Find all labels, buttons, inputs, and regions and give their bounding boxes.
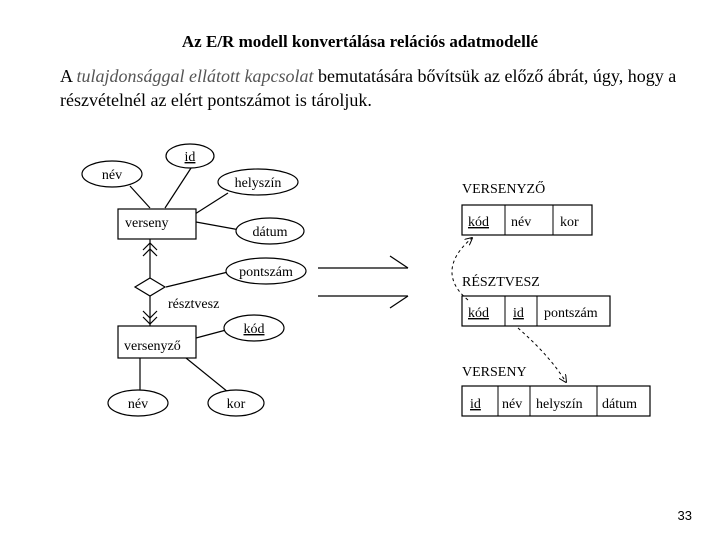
conversion-arrow [318, 255, 409, 309]
intro-paragraph: A tulajdonsággal ellátott kapcsolat bemu… [60, 64, 680, 112]
attr-id: id [165, 143, 215, 169]
svg-text:kód: kód [468, 306, 489, 321]
svg-text:dátum: dátum [253, 225, 288, 240]
svg-text:helyszín: helyszín [235, 176, 282, 191]
svg-text:id: id [470, 397, 481, 412]
svg-text:név: név [511, 215, 531, 230]
slide-title: Az E/R modell konvertálása relációs adat… [181, 32, 539, 51]
svg-text:verseny: verseny [125, 216, 169, 231]
attr-kod: kód [223, 314, 285, 342]
svg-text:VERSENYZŐ: VERSENYZŐ [462, 180, 545, 197]
relationship-resztvesz: résztvesz [133, 277, 219, 312]
participation-arrows [142, 242, 158, 325]
table-resztvesz: RÉSZTVESZ kód id pontszám [461, 273, 611, 327]
intro-italic: tulajdonsággal ellátott kapcsolat [76, 66, 314, 86]
svg-text:résztvesz: résztvesz [168, 297, 219, 312]
svg-text:RÉSZTVESZ: RÉSZTVESZ [462, 273, 540, 290]
svg-text:név: név [128, 397, 148, 412]
intro-rest: bemutatására bővítsük az előző ábrát, úg… [60, 66, 677, 110]
svg-text:kód: kód [244, 322, 265, 337]
svg-text:név: név [502, 397, 522, 412]
svg-text:pontszám: pontszám [544, 306, 598, 321]
svg-text:VERSENY: VERSENY [462, 365, 527, 380]
svg-text:helyszín: helyszín [536, 397, 583, 412]
svg-text:kód: kód [468, 215, 489, 230]
attr-kor: kor [207, 389, 265, 417]
entity-versenyzo: versenyző [117, 325, 197, 359]
entity-verseny: verseny [117, 208, 197, 240]
er-connector-lines [129, 164, 241, 393]
svg-text:id: id [185, 150, 196, 165]
svg-text:versenyző: versenyző [124, 339, 181, 354]
attr-helyszin: helyszín [217, 168, 299, 196]
intro-prefix: A [60, 66, 77, 86]
attr-pontszam: pontszám [225, 257, 307, 285]
attr-nev-versenyzo: név [107, 389, 169, 417]
svg-text:név: név [102, 168, 122, 183]
attr-nev-verseny: név [81, 160, 143, 188]
svg-text:dátum: dátum [602, 397, 637, 412]
foreign-key-arrows [451, 238, 566, 382]
table-versenyzo: VERSENYZŐ kód név kor [461, 180, 593, 236]
page-number: 33 [677, 508, 692, 523]
svg-text:kor: kor [560, 215, 579, 230]
svg-text:pontszám: pontszám [239, 265, 293, 280]
svg-text:id: id [513, 306, 524, 321]
attr-datum: dátum [235, 217, 305, 245]
table-verseny: VERSENY id név helyszín dátum [461, 365, 651, 417]
svg-text:kor: kor [227, 397, 246, 412]
